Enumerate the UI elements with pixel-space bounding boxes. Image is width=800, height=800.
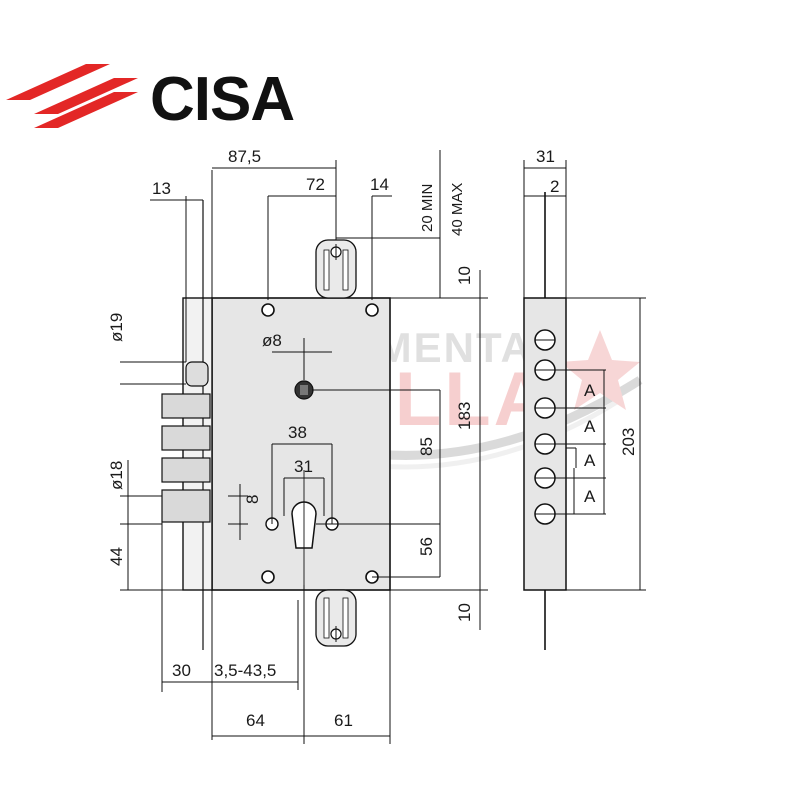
strike-top bbox=[315, 239, 357, 299]
brand-name: CISA bbox=[150, 65, 294, 134]
dim-strike-max: 40 MAX bbox=[449, 183, 466, 236]
dim-strike-min: 20 MIN bbox=[419, 184, 436, 232]
dim-bottom-margin: 10 bbox=[455, 603, 474, 622]
front-dimension-labels: 87,5 72 14 20 MIN 40 MAX 10 10 13 ø19 ø1… bbox=[107, 147, 474, 730]
lock-case bbox=[161, 170, 391, 740]
dim-cylinder-width: 31 bbox=[294, 457, 313, 476]
side-dimension-lines bbox=[524, 160, 646, 591]
cisa-logo: CISA bbox=[6, 64, 295, 134]
dim-bolt-spacing: 44 bbox=[107, 547, 126, 566]
dim-cyl-to-edge: 61 bbox=[334, 711, 353, 730]
dim-backset: 64 bbox=[246, 711, 265, 730]
dim-top-margin: 10 bbox=[455, 266, 474, 285]
strike-bottom bbox=[315, 589, 357, 647]
dim-cyl-to-hole: 56 bbox=[417, 537, 436, 556]
dim-bolt-throw: 30 bbox=[172, 661, 191, 680]
logo-stripes-icon bbox=[6, 64, 138, 128]
dim-faceplate-width: 31 bbox=[536, 147, 555, 166]
dim-case-height: 183 bbox=[455, 402, 474, 430]
dim-dia-bolts: ø18 bbox=[107, 461, 126, 490]
dim-hole-spacing: 72 bbox=[306, 175, 325, 194]
dim-edge-offset: 13 bbox=[152, 179, 171, 198]
dim-pitch-a-1: A bbox=[584, 381, 596, 400]
dim-pitch-a-2: A bbox=[584, 417, 596, 436]
dim-spindle-square: 8 bbox=[243, 495, 262, 504]
dim-spindle-to-cyl: 85 bbox=[417, 437, 436, 456]
dim-spindle-center: 38 bbox=[288, 423, 307, 442]
dim-backset-range: 3,5-43,5 bbox=[214, 661, 276, 680]
dim-faceplate-thickness: 2 bbox=[550, 177, 559, 196]
bolt-stack bbox=[161, 393, 211, 523]
dim-faceplate-height: 203 bbox=[619, 428, 638, 456]
dim-pitch-a-4: A bbox=[584, 487, 596, 506]
dim-dia-latch: ø19 bbox=[107, 313, 126, 342]
spindle-hole bbox=[272, 338, 332, 400]
dim-pitch-a-3: A bbox=[584, 451, 596, 470]
dim-width-total: 87,5 bbox=[228, 147, 261, 166]
dim-pin-dia: ø8 bbox=[262, 331, 282, 350]
front-dimension-lines bbox=[120, 150, 488, 744]
dim-strike-offset: 14 bbox=[370, 175, 389, 194]
side-faceplate bbox=[523, 160, 577, 650]
side-dimension-labels: 31 2 203 A A A A bbox=[536, 147, 638, 506]
